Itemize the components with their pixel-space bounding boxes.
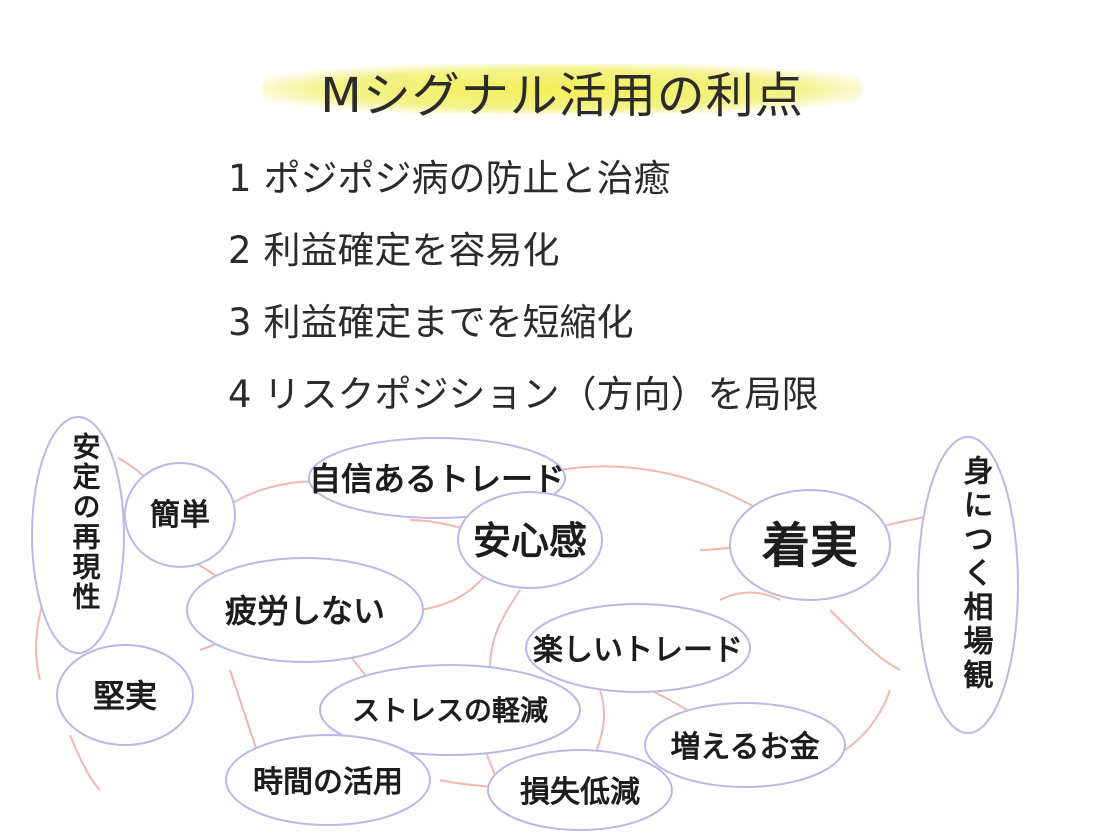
connector-line: [719, 591, 781, 601]
benefit-number: 2: [228, 229, 252, 272]
bubble-label-fun: 楽しいトレード: [533, 633, 743, 668]
bubble-label-notired: 疲労しない: [225, 592, 385, 630]
title-area: Mシグナル活用の利点: [262, 52, 862, 124]
bubble-label-feel: 身につく相場観: [958, 455, 994, 693]
bubble-relief: [457, 491, 603, 589]
bubble-label-stable: 安定の再現性: [69, 432, 102, 612]
bubble-feel: [917, 436, 1019, 734]
page-title: Mシグナル活用の利点: [320, 68, 804, 124]
bubble-fun: [525, 603, 751, 693]
benefit-item: 2 利益確定を容易化: [228, 232, 819, 304]
connector-line: [229, 480, 321, 506]
bubble-label-money: 増えるお金: [670, 730, 820, 765]
benefit-text: リスクポジション（方向）を局限: [263, 373, 819, 416]
benefit-item: 1 ポジポジ病の防止と治癒: [228, 160, 819, 232]
bubble-label-steady: 着実: [761, 518, 858, 574]
connector-line: [559, 465, 761, 511]
benefit-number: 3: [228, 301, 252, 344]
connector-line: [229, 669, 261, 761]
bubble-labels: 安定の再現性 簡単 自信あるトレード 安心感 着実 身につく相場観 疲労しない …: [69, 432, 994, 810]
connector-line: [69, 734, 101, 791]
bubble-notired: [186, 557, 424, 663]
benefit-text: 利益確定までを短縮化: [263, 301, 634, 344]
benefit-number: 4: [228, 373, 252, 416]
connector-line: [489, 589, 521, 669]
benefit-item: 4 リスクポジション（方向）を局限: [228, 376, 819, 448]
bubble-time: [225, 734, 431, 826]
bubble-label-simple: 簡単: [150, 498, 210, 533]
bubble-label-confident: 自信あるトレード: [309, 460, 565, 498]
bubble-simple: [124, 462, 236, 568]
bubble-money: [644, 702, 846, 788]
title-highlight: [262, 64, 862, 114]
connector-line: [419, 569, 491, 611]
benefit-list: 1 ポジポジ病の防止と治癒 2 利益確定を容易化 3 利益確定までを短縮化 4 リスクポ…: [228, 160, 819, 448]
bubble-label-time: 時間の活用: [253, 765, 403, 800]
bubble-stress: [319, 664, 581, 756]
bubble-solid: [56, 644, 194, 746]
bubble-label-solid: 堅実: [93, 677, 157, 715]
bubble-loss: [487, 749, 673, 831]
benefit-item: 3 利益確定までを短縮化: [228, 304, 819, 376]
benefit-number: 1: [228, 157, 252, 200]
bubbles: [31, 416, 1019, 831]
connector-line: [844, 689, 891, 751]
bubble-stable: [31, 416, 125, 654]
connector-line: [829, 609, 901, 671]
benefit-text: ポジポジ病の防止と治癒: [263, 157, 671, 200]
benefit-text: 利益確定を容易化: [263, 229, 560, 272]
bubble-label-loss: 損失低減: [520, 775, 640, 810]
bubble-label-stress: ストレスの軽減: [352, 694, 548, 727]
bubble-steady: [729, 489, 891, 601]
bubble-label-relief: 安心感: [473, 519, 587, 563]
